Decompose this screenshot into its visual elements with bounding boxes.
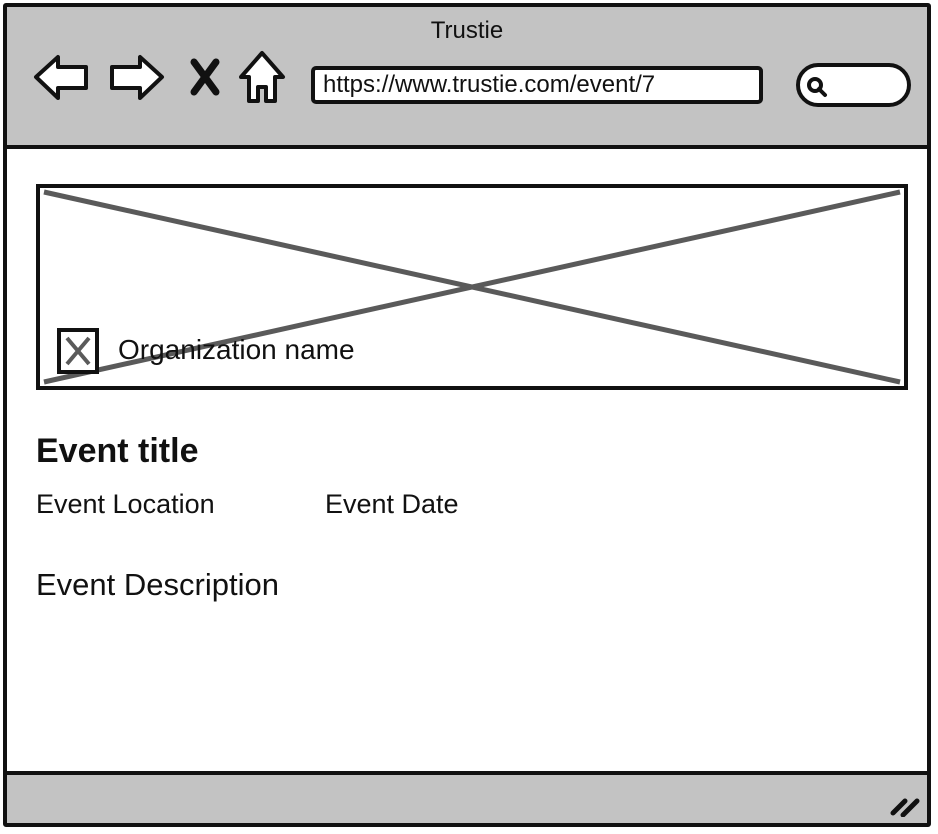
browser-titlebar: Trustie https://www.trustie.com/event/7	[7, 7, 927, 149]
search-input[interactable]	[796, 63, 911, 107]
close-icon	[190, 58, 220, 96]
event-location: Event Location	[36, 489, 215, 519]
resize-grip-icon[interactable]	[889, 793, 921, 817]
organization-logo	[57, 328, 99, 374]
event-title: Event title	[36, 432, 199, 470]
browser-window: Trustie https://www.trustie.com/event/7	[3, 3, 931, 827]
home-button[interactable]	[237, 49, 287, 105]
stop-button[interactable]	[185, 49, 225, 105]
window-title: Trustie	[430, 17, 504, 44]
home-icon	[239, 51, 285, 103]
image-placeholder-icon	[65, 336, 91, 366]
event-cover-image: Organization name	[36, 184, 908, 390]
organization-name: Organization name	[118, 334, 355, 365]
forward-button[interactable]	[107, 49, 167, 105]
back-button[interactable]	[31, 49, 91, 105]
address-bar[interactable]: https://www.trustie.com/event/7	[311, 66, 763, 104]
arrow-right-icon	[110, 55, 164, 100]
event-date: Event Date	[325, 489, 459, 519]
image-placeholder-cross	[43, 189, 901, 385]
search-icon	[807, 77, 827, 97]
status-bar	[7, 771, 927, 823]
arrow-left-icon	[34, 55, 88, 100]
event-description: Event Description	[36, 567, 279, 602]
